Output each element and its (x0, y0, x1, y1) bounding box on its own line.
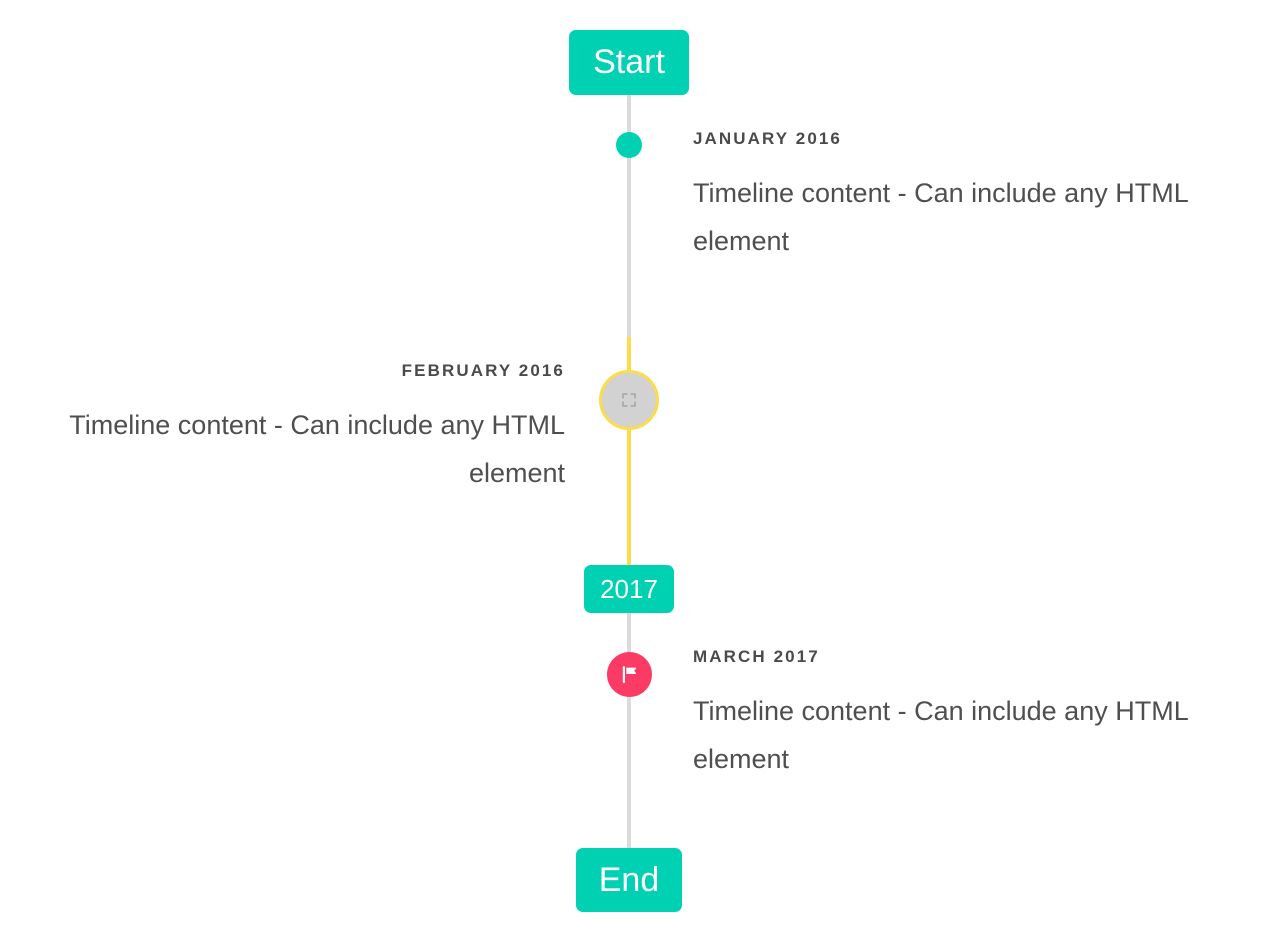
timeline-entry-february: FEBRUARY 2016 Timeline content - Can inc… (35, 362, 565, 498)
timeline-entry-march: MARCH 2017 Timeline content - Can includ… (693, 648, 1233, 784)
timeline-end-badge[interactable]: End (576, 848, 682, 912)
timeline-entry-date: MARCH 2017 (693, 647, 820, 666)
dot-marker[interactable] (616, 132, 642, 158)
timeline-rail-segment-yellow (627, 337, 631, 565)
timeline-year-badge[interactable]: 2017 (584, 565, 674, 613)
flag-icon (622, 666, 637, 684)
flag-marker[interactable] (607, 652, 652, 697)
broken-image-icon (622, 393, 636, 407)
timeline-entry-body: Timeline content - Can include any HTML … (693, 696, 1188, 775)
timeline-entry-date: JANUARY 2016 (693, 129, 842, 148)
timeline-start-badge[interactable]: Start (569, 30, 689, 95)
timeline-entry-january: JANUARY 2016 Timeline content - Can incl… (693, 130, 1233, 266)
timeline-rail-segment-top (627, 92, 631, 337)
timeline-rail-segment-bottom (627, 613, 631, 850)
timeline-entry-date: FEBRUARY 2016 (401, 361, 565, 380)
timeline-entry-body: Timeline content - Can include any HTML … (69, 410, 565, 489)
broken-image-marker[interactable] (599, 370, 659, 430)
timeline-entry-body: Timeline content - Can include any HTML … (693, 178, 1188, 257)
